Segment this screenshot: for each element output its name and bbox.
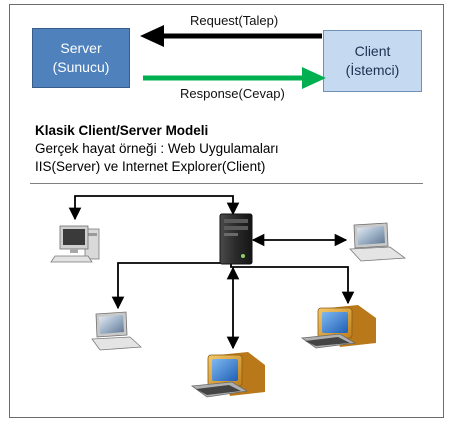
response-arrow <box>143 67 326 89</box>
laptop-icon <box>91 311 142 351</box>
server-title: Server <box>60 40 102 56</box>
desktop-pc-icon <box>50 225 100 263</box>
request-arrow <box>140 25 322 47</box>
network-links <box>68 195 355 350</box>
crt-monitor-icon <box>190 352 265 398</box>
caption-line-1: Gerçek hayat örneği : Web Uygulamaları <box>35 141 279 156</box>
link-laptop-left <box>111 262 231 310</box>
laptop-icon <box>349 222 407 262</box>
client-subtitle: (İstemci) <box>345 62 400 78</box>
caption-title: Klasik Client/Server Modeli <box>35 123 209 138</box>
response-label: Response(Cevap) <box>180 86 285 101</box>
section-divider <box>30 183 423 184</box>
crt-monitor-icon <box>300 305 376 349</box>
server-tower-icon <box>219 213 253 265</box>
caption-line-2: IIS(Server) ve Internet Explorer(Client) <box>35 159 266 174</box>
request-label: Request(Talep) <box>190 13 279 28</box>
link-crt-right <box>230 263 355 305</box>
server-subtitle: (Sunucu) <box>52 59 110 75</box>
link-desktop <box>68 195 240 221</box>
client-title: Client <box>354 43 391 59</box>
client-box: Client (İstemci) <box>323 30 422 92</box>
server-box: Server (Sunucu) <box>32 28 130 88</box>
